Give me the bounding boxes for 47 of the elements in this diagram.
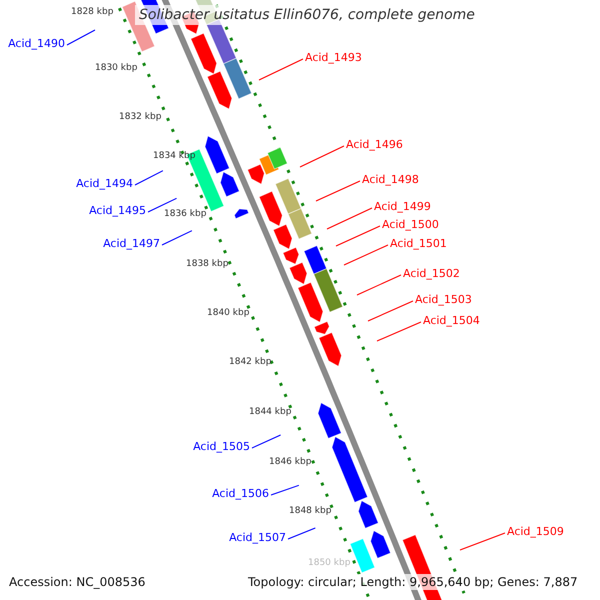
gene-label: Acid_1495 [89, 204, 146, 217]
gene-label: Acid_1501 [390, 237, 447, 250]
gene-label: Acid_1493 [305, 51, 362, 64]
gene-label: Acid_1504 [423, 314, 480, 327]
gene-label: Acid_1503 [415, 293, 472, 306]
leader-line [288, 528, 316, 540]
scale-label: 1850 kbp [308, 558, 350, 569]
scale-label: 1848 kbp [289, 506, 332, 517]
gene-label: Acid_1506 [212, 487, 269, 500]
scale-label: 1836 kbp [164, 209, 206, 220]
scale-label: 1842 kbp [229, 357, 272, 368]
leader-line [300, 146, 344, 168]
leader-line [258, 58, 304, 80]
gene-label: Acid_1509 [507, 525, 564, 538]
gene-label: Acid_1497 [103, 237, 160, 250]
gene-label: Acid_1502 [403, 267, 460, 280]
scale-label: 1844 kbp [249, 407, 292, 418]
scale-label: 1832 kbp [119, 112, 162, 123]
footer-text: Accession: NC_008536 [9, 574, 146, 590]
gene-label: Acid_1500 [382, 218, 439, 231]
gene-label: Acid_1499 [374, 200, 431, 213]
leader-line [270, 484, 300, 496]
gene-label: Acid_1505 [193, 440, 250, 453]
gene-label: Acid_1507 [229, 531, 286, 544]
leader-line [368, 300, 414, 322]
scale-label: 1830 kbp [95, 63, 138, 74]
leader-line [162, 230, 192, 246]
gene-label: Acid_1494 [76, 177, 133, 190]
leader-line [336, 226, 380, 246]
gene-label: Acid_1498 [362, 173, 419, 186]
scale-label: 1838 kbp [186, 259, 228, 270]
leader-line [376, 322, 422, 342]
scale-label: 1846 kbp [269, 457, 312, 468]
leader-line [344, 244, 388, 266]
leader-line [66, 30, 96, 46]
gene-label: Acid_1496 [346, 138, 403, 151]
leader-line [148, 198, 178, 212]
leader-line [252, 434, 282, 448]
leader-line [460, 532, 506, 550]
leader-line [356, 274, 402, 296]
scale-label: 1828 kbp [71, 7, 114, 18]
footer-text: Topology: circular; Length: 9,965,640 bp; Genes: 7,887 [248, 574, 578, 590]
scale-label: 1840 kbp [207, 308, 250, 319]
gene-label: Acid_1490 [8, 37, 65, 50]
leader-line [316, 180, 360, 202]
leader-line [134, 170, 164, 186]
leader-line [326, 208, 372, 230]
